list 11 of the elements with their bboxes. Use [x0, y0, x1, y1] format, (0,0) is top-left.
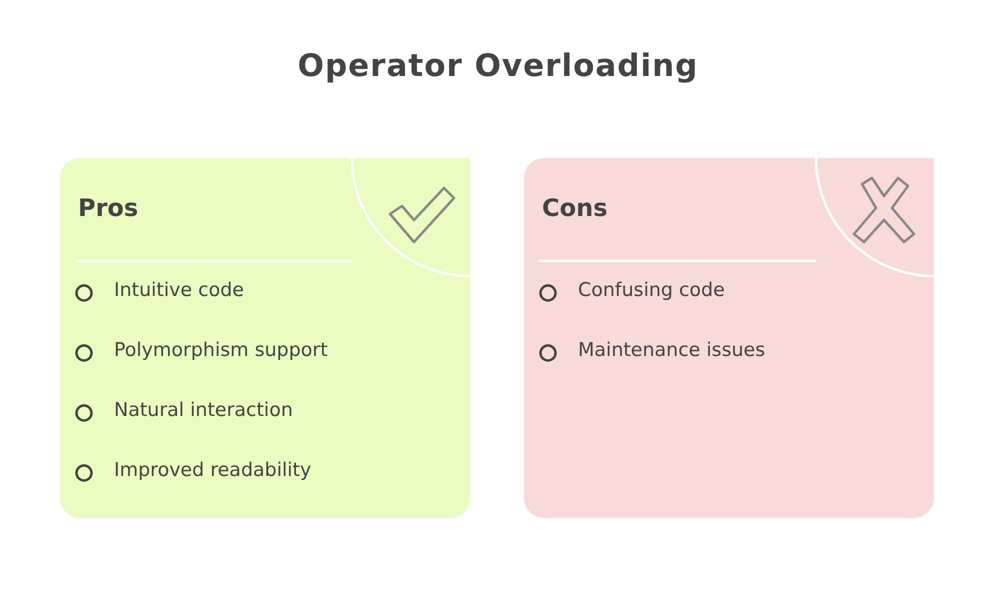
list-item-text: Confusing code [578, 279, 725, 301]
card-heading: Cons [542, 194, 608, 222]
list-item-text: Improved readability [114, 459, 312, 481]
list-item-text: Maintenance issues [578, 339, 766, 361]
list-item-text: Natural interaction [114, 399, 293, 421]
list-item-text: Intuitive code [114, 279, 244, 301]
card-background [60, 158, 470, 518]
title: Operator Overloading [296, 48, 700, 84]
list-item-text: Polymorphism support [114, 339, 328, 361]
card-background [524, 158, 934, 518]
card-heading: Pros [78, 194, 138, 222]
